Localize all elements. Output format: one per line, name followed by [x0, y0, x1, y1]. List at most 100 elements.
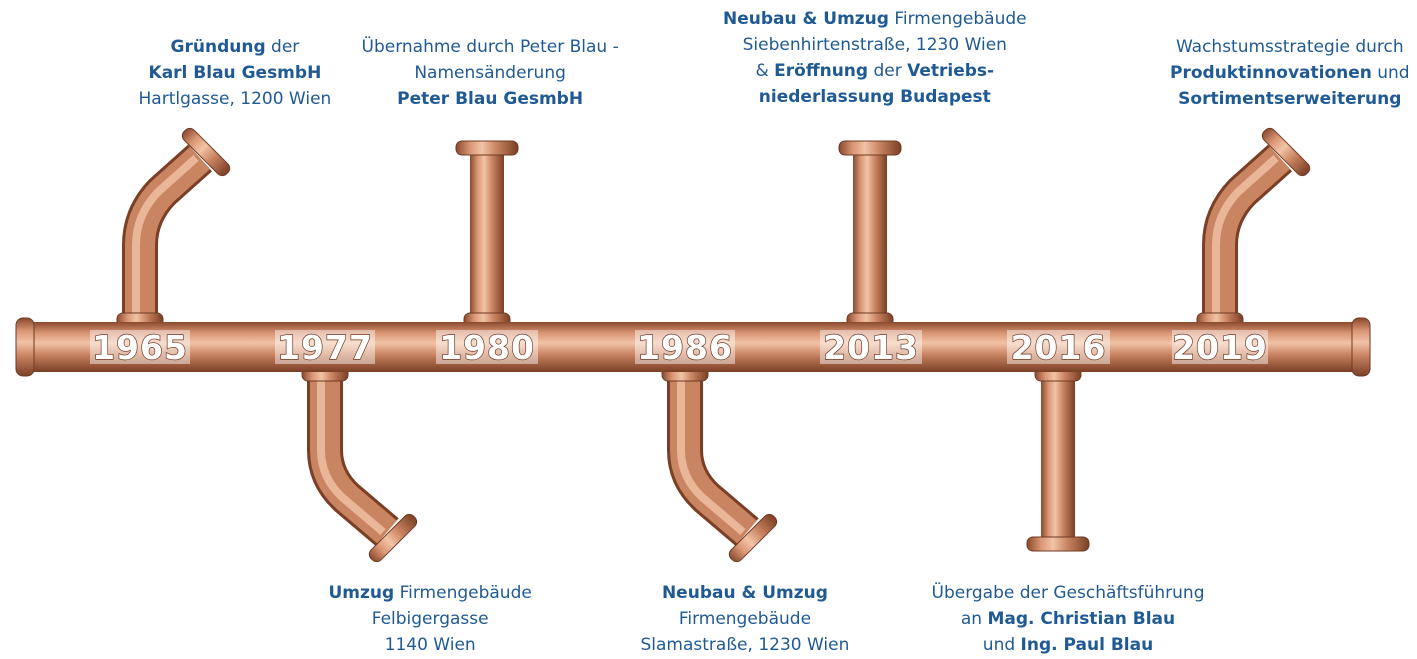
caption-line: Übernahme durch Peter Blau -	[362, 34, 619, 60]
branch-highlight-2019	[1212, 155, 1279, 322]
year-label-1977: 1977	[277, 328, 373, 367]
year-label-bg-1977	[275, 330, 375, 364]
caption-text: und	[982, 635, 1021, 655]
caption-text: Übergabe der Geschäftsführung	[931, 583, 1205, 603]
main-pipe	[15, 317, 1371, 377]
caption-line: an Mag. Christian Blau	[932, 606, 1205, 632]
branch-cap-1965	[181, 127, 231, 177]
caption-text: Wachstumsstrategie durch	[1175, 37, 1404, 57]
caption-text: Firmengebäude	[394, 583, 532, 603]
caption-line: Firmengebäude	[641, 606, 850, 632]
year-label-bg-2016	[1007, 330, 1110, 364]
caption-bold-text: Vetriebs-	[907, 61, 995, 81]
caption-line: Wachstumsstrategie durch	[1170, 34, 1410, 60]
milestone-caption-2016: Übergabe der Geschäftsführung an Mag. Chr…	[932, 580, 1205, 658]
caption-line: Neubau & Umzug Firmengebäude	[723, 6, 1027, 32]
caption-line: Siebenhirtenstraße, 1230 Wien	[723, 32, 1027, 58]
caption-line: niederlassung Budapest	[723, 84, 1027, 110]
year-label-1965: 1965	[92, 328, 188, 367]
branch-cap-2019	[1261, 127, 1311, 177]
caption-line: Produktinnovationen und	[1170, 60, 1410, 86]
branch-pipe-1980	[455, 140, 519, 328]
caption-line: Umzug Firmengebäude	[329, 580, 532, 606]
year-label-bg-2013	[820, 330, 922, 364]
branch-cap-2013	[838, 140, 902, 156]
caption-text: Slamastraße, 1230 Wien	[640, 635, 850, 655]
caption-text: Namensänderung	[414, 63, 566, 83]
year-label-1980: 1980	[439, 328, 535, 367]
caption-bold-text: Ing. Paul Blau	[1020, 635, 1154, 655]
branch-cap-ring-1986	[728, 513, 778, 563]
main-pipe-right-cap	[1351, 317, 1371, 377]
caption-bold-text: Neubau & Umzug	[723, 9, 889, 29]
branch-highlight-1977	[317, 372, 386, 536]
caption-text: Hartlgasse, 1200 Wien	[138, 89, 332, 109]
caption-bold-text: Umzug	[328, 583, 395, 603]
year-label-bg-1965	[90, 330, 190, 364]
branch-pipe-1965	[116, 127, 231, 328]
branch-tube-2016	[1041, 372, 1075, 544]
year-label-bg-1986	[635, 330, 735, 364]
caption-text: Firmengebäude	[888, 9, 1027, 29]
branch-cap-1977	[368, 513, 418, 563]
branch-pipe-1977	[301, 366, 418, 563]
branch-cap-ring-1965	[181, 127, 231, 177]
year-label-2013: 2013	[823, 328, 919, 367]
caption-line: Übergabe der Geschäftsführung	[932, 580, 1205, 606]
caption-bold-text: niederlassung Budapest	[758, 87, 991, 107]
branch-tube-2013	[853, 150, 887, 322]
caption-line: Namensänderung	[362, 60, 619, 86]
caption-line: und Ing. Paul Blau	[932, 632, 1205, 658]
caption-bold-text: Sortimentserweiterung	[1178, 89, 1402, 109]
caption-text: Übernahme durch Peter Blau -	[361, 37, 619, 57]
year-label-bg-1980	[436, 330, 538, 364]
year-label-2016: 2016	[1011, 328, 1107, 367]
branch-pipe-2013	[838, 140, 902, 328]
branch-tube-1980	[470, 150, 504, 322]
year-label-bg-2019	[1172, 330, 1268, 364]
caption-bold-text: Neubau & Umzug	[661, 583, 828, 603]
branch-cap-1986	[728, 513, 778, 563]
caption-text: an	[960, 609, 988, 629]
caption-text: Felbigergasse	[371, 609, 489, 629]
caption-line: Peter Blau GesmbH	[362, 86, 619, 112]
year-label-1986: 1986	[637, 328, 733, 367]
caption-text: &	[755, 61, 775, 81]
caption-text: der	[265, 37, 300, 57]
caption-line: Slamastraße, 1230 Wien	[641, 632, 850, 658]
branch-pipe-2016	[1026, 366, 1090, 552]
branch-cap-ring-2019	[1261, 127, 1311, 177]
caption-bold-text: Eröffnung	[774, 61, 869, 81]
milestone-caption-1980: Übernahme durch Peter Blau - Namensänderu…	[362, 34, 619, 112]
branch-highlight-1965	[132, 155, 199, 322]
caption-bold-text: Mag. Christian Blau	[987, 609, 1176, 629]
caption-line: & Eröffnung der Vetriebs-	[723, 58, 1027, 84]
branch-cap-ring-1977	[368, 513, 418, 563]
caption-line: Felbigergasse	[329, 606, 532, 632]
caption-text: der	[868, 61, 908, 81]
caption-bold-text: Peter Blau GesmbH	[397, 89, 584, 109]
branch-highlight-1986	[677, 372, 746, 536]
caption-line: Neubau & Umzug	[641, 580, 850, 606]
caption-line: 1140 Wien	[329, 632, 532, 658]
caption-line: Hartlgasse, 1200 Wien	[139, 86, 332, 112]
caption-text: und	[1371, 63, 1410, 83]
caption-text: Firmengebäude	[678, 609, 812, 629]
branch-pipe-2019	[1196, 127, 1311, 328]
caption-bold-text: Produktinnovationen	[1170, 63, 1372, 83]
caption-bold-text: Karl Blau GesmbH	[148, 63, 322, 83]
caption-text: Siebenhirtenstraße, 1230 Wien	[742, 35, 1007, 55]
branch-cap-2016	[1026, 536, 1090, 552]
year-label-2019: 2019	[1172, 328, 1268, 367]
caption-line: Sortimentserweiterung	[1170, 86, 1410, 112]
branch-pipe-1986	[661, 366, 778, 563]
caption-text: 1140 Wien	[384, 635, 476, 655]
caption-line: Karl Blau GesmbH	[139, 60, 332, 86]
